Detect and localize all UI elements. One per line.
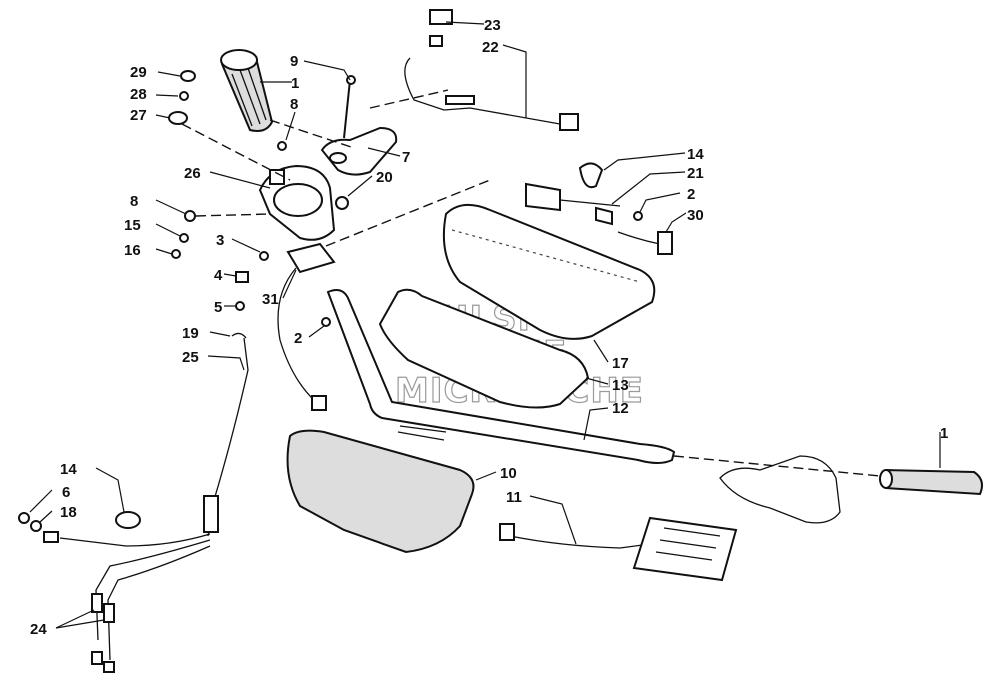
callout-31[interactable]: 31 <box>262 291 279 308</box>
part-wire-clamp-upper[interactable] <box>578 162 604 189</box>
part-riser-cover[interactable] <box>286 429 475 554</box>
callout-7[interactable]: 7 <box>402 149 410 166</box>
callout-2-upper[interactable]: 2 <box>687 186 695 203</box>
switch-connector-31[interactable] <box>311 395 327 411</box>
callout-2-lower[interactable]: 2 <box>294 330 302 347</box>
callout-11[interactable]: 11 <box>506 489 522 506</box>
part-cable-clamp-lower[interactable] <box>115 511 141 529</box>
callout-25[interactable]: 25 <box>182 349 199 366</box>
callout-15[interactable]: 15 <box>124 217 141 234</box>
part-screw-2-lower[interactable] <box>321 317 331 327</box>
callout-14-lower[interactable]: 14 <box>60 461 77 478</box>
callout-27[interactable]: 27 <box>130 107 147 124</box>
part-left-grip[interactable] <box>220 49 274 132</box>
switch-wire-31 <box>277 267 317 403</box>
part-handlebar[interactable] <box>326 289 676 464</box>
part-bushing-27[interactable] <box>168 111 188 125</box>
part-screw-29[interactable] <box>180 70 196 82</box>
part-screw-3[interactable] <box>259 251 269 261</box>
part-nut-20[interactable] <box>335 196 349 210</box>
callout-14-upper[interactable]: 14 <box>687 146 704 163</box>
part-clip-4[interactable] <box>235 271 249 283</box>
callout-3[interactable]: 3 <box>216 232 224 249</box>
callout-13[interactable]: 13 <box>612 377 629 394</box>
part-handlebar-pad[interactable] <box>442 203 656 340</box>
callout-18[interactable]: 18 <box>60 504 77 521</box>
callout-10[interactable]: 10 <box>500 465 517 482</box>
part-screw-2-upper[interactable] <box>633 211 643 221</box>
callout-17[interactable]: 17 <box>612 355 629 372</box>
callout-23[interactable]: 23 <box>484 17 501 34</box>
callout-12[interactable]: 12 <box>612 400 629 417</box>
part-connector-bracket[interactable] <box>525 182 621 226</box>
part-washer-18[interactable] <box>30 520 42 532</box>
leader-lines <box>29 21 941 629</box>
part-washer-8-top[interactable] <box>277 141 287 151</box>
part-washer-15[interactable] <box>179 233 189 243</box>
part-screw-9[interactable] <box>343 75 356 139</box>
part-fitting[interactable] <box>43 531 59 543</box>
callout-5[interactable]: 5 <box>214 299 222 316</box>
part-heater-element[interactable] <box>499 516 738 582</box>
part-nut-8-left[interactable] <box>184 210 196 222</box>
part-washer-28[interactable] <box>179 91 189 101</box>
callout-9[interactable]: 9 <box>290 53 298 70</box>
part-washer-16[interactable] <box>171 249 181 259</box>
callout-30[interactable]: 30 <box>687 207 704 224</box>
part-clip-19[interactable] <box>231 332 247 339</box>
part-nut-6[interactable] <box>18 512 30 524</box>
callout-4[interactable]: 4 <box>214 267 223 284</box>
callout-29[interactable]: 29 <box>130 64 147 81</box>
part-label-23[interactable] <box>429 9 453 25</box>
part-right-grip[interactable] <box>879 468 983 496</box>
part-switch-31[interactable] <box>286 242 336 274</box>
part-throttle-lever[interactable] <box>320 126 398 176</box>
part-right-control-block <box>719 455 841 524</box>
callout-labels: 23 22 9 29 1 28 8 27 7 14 26 20 21 8 2 3… <box>30 17 948 638</box>
assembly-lines <box>181 89 881 477</box>
part-throttle-housing[interactable] <box>258 164 336 241</box>
part-throttle-cable[interactable] <box>59 337 249 673</box>
part-screw-5[interactable] <box>235 301 245 311</box>
callout-8-left[interactable]: 8 <box>130 193 138 210</box>
callout-22[interactable]: 22 <box>482 39 499 56</box>
part-pad-foam[interactable] <box>378 288 590 409</box>
callout-26[interactable]: 26 <box>184 165 201 182</box>
callout-16[interactable]: 16 <box>124 242 141 259</box>
callout-24[interactable]: 24 <box>30 621 47 638</box>
callout-19[interactable]: 19 <box>182 325 199 342</box>
part-heater-wire[interactable] <box>404 35 579 131</box>
part-connector-30[interactable] <box>617 231 673 255</box>
callout-1-left[interactable]: 1 <box>291 75 299 92</box>
callout-28[interactable]: 28 <box>130 86 147 103</box>
callout-21[interactable]: 21 <box>687 165 704 182</box>
callout-20[interactable]: 20 <box>376 169 393 186</box>
callout-6[interactable]: 6 <box>62 484 70 501</box>
callout-8-top[interactable]: 8 <box>290 96 298 113</box>
callout-1-right[interactable]: 1 <box>940 425 948 442</box>
